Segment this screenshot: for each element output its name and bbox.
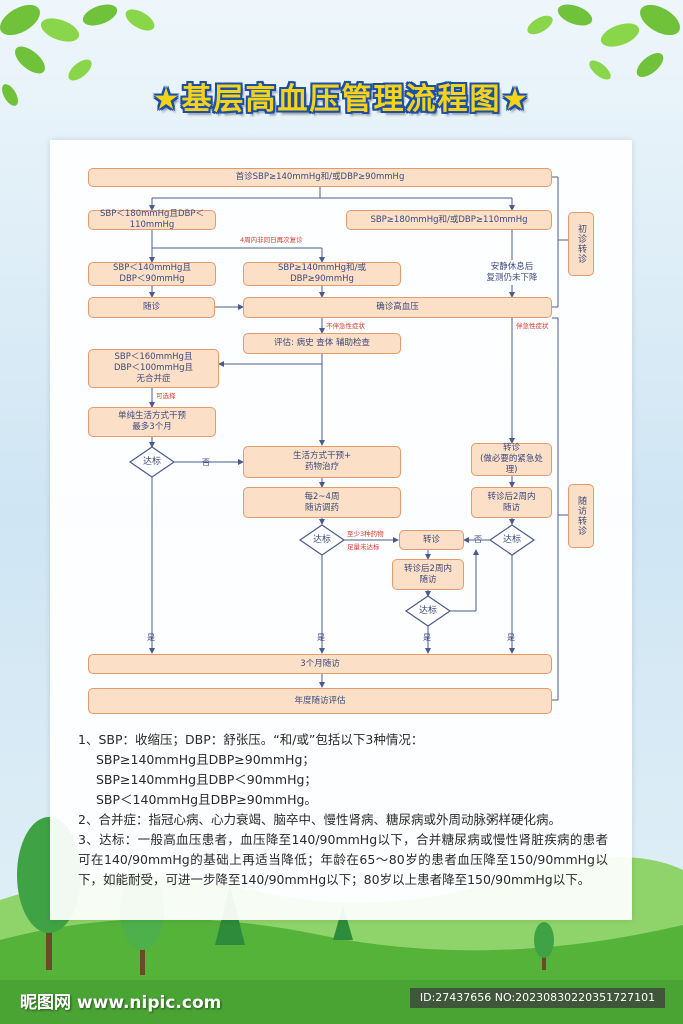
page-title: ★基层高血压管理流程图★ [152, 82, 531, 117]
tree-pine-2 [333, 905, 353, 940]
tree-right [534, 922, 554, 970]
note-1-head: 1、SBP：收缩压；DBP：舒张压。“和/或”包括以下3种情况： [78, 732, 424, 747]
annual-box: 年度随访评估 [88, 688, 552, 714]
three-drugs-label: 至少3种药物 [347, 530, 384, 538]
adjust-box: 每2~4周 随访调药 [243, 487, 401, 518]
refer-2w-b-box: 转诊后2周内 随访 [392, 559, 464, 590]
optional-label: 可选择 [156, 392, 176, 400]
diamond-target-2 [298, 524, 346, 556]
followup-referral-box: 随访转诊 [568, 484, 594, 548]
leaves-decoration-left [0, 4, 155, 106]
still-not-label: 足量未达标 [347, 543, 380, 551]
no-label-1: 否 [202, 458, 210, 467]
three-month-box: 3个月随访 [88, 654, 552, 674]
mild-bp-box: SBP＜160mmHg且 DBP＜100mmHg且 无合并症 [88, 349, 219, 388]
follow-up-box: 随诊 [88, 297, 215, 318]
high-bp-box: SBP≥140mmHg和/或 DBP≥90mmHg [243, 262, 401, 286]
watermark-logo: 昵图网 www.nipic.com [20, 993, 222, 1013]
lifestyle-only-box: 单纯生活方式干预 最多3个月 [88, 407, 216, 437]
with-emergency-label: 伴急性症状 [516, 322, 549, 330]
note-2: 2、合并症：指冠心病、心力衰竭、脑卒中、慢性肾病、糖尿病或外周动脉粥样硬化病。 [78, 812, 561, 827]
refer-box: 转诊 [399, 530, 464, 550]
note-1-a: SBP≥140mmHg且DBP≥90mmHg； [96, 752, 315, 767]
refer-2w-box: 转诊后2周内 随访 [471, 487, 552, 518]
evaluate-box: 评估: 病史 查体 辅助检查 [243, 333, 401, 354]
rest-recheck-text: 安静休息后 复测仍未下降 [486, 262, 538, 283]
diamond-target-4 [404, 595, 452, 627]
left-branch-box: SBP＜180mmHg且DBP＜110mmHg [88, 209, 216, 230]
note-1-c: SBP＜140mmHg且DBP≥90mmHg。 [96, 792, 317, 807]
recheck-note: 4周内非同日再次复诊 [240, 236, 303, 244]
refer-emergency-box: 转诊 (做必要的紧急处理) [471, 443, 552, 476]
flowchart-panel: 首诊SBP≥140mmHg和/或DBP≥90mmHg SBP＜180mmHg且D… [50, 140, 632, 920]
first-referral-box: 初诊转诊 [568, 212, 594, 276]
target-label-4: 达标 [418, 606, 437, 616]
lifestyle-drug-box: 生活方式干预+ 药物治疗 [243, 446, 401, 478]
notes-section: 1、SBP：收缩压；DBP：舒张压。“和/或”包括以下3种情况： SBP≥140… [78, 730, 608, 890]
diamond-target-1 [128, 446, 176, 478]
yes-label-2: 是 [317, 633, 325, 642]
note-3: 3、达标：一般高血压患者，血压降至140/90mmHg以下，合并糖尿病或慢性肾脏… [78, 832, 608, 887]
leaves-decoration-right [527, 4, 680, 80]
no-emergency-label: 不伴急性症状 [326, 322, 365, 330]
confirm-box: 确诊高血压 [243, 297, 552, 318]
first-visit-box: 首诊SBP≥140mmHg和/或DBP≥90mmHg [88, 168, 552, 187]
target-label-2: 达标 [312, 535, 331, 545]
yes-label-3: 是 [423, 633, 431, 642]
target-label-3: 达标 [502, 535, 521, 545]
target-label-1: 达标 [142, 457, 161, 467]
watermark-id: ID:27437656 NO:20230830220351727101 [410, 988, 665, 1008]
no-label-2: 否 [474, 535, 482, 544]
yes-label-1: 是 [147, 633, 155, 642]
note-1-b: SBP≥140mmHg且DBP＜90mmHg； [96, 772, 317, 787]
yes-label-4: 是 [507, 633, 515, 642]
diamond-target-3 [488, 524, 536, 556]
flowchart-connectors [128, 176, 568, 701]
right-branch-box: SBP≥180mmHg和/或DBP≥110mmHg [346, 210, 552, 230]
normal-bp-box: SBP＜140mmHg且 DBP＜90mmHg [88, 262, 216, 286]
